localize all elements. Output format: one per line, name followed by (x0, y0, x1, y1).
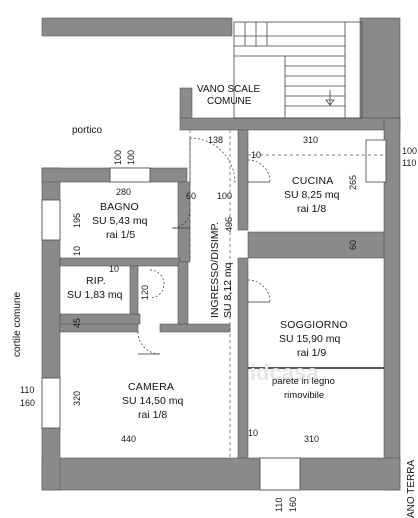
stairwell-label-line2: COMUNE (207, 96, 252, 107)
partition-note-line2: rimovibile (284, 390, 324, 401)
stairwell-label-line1: VANO SCALE (197, 84, 260, 95)
room-area: SU 8,25 mq (284, 189, 340, 201)
dimension-label: 60 (186, 191, 196, 201)
dimension-label: 100 (126, 150, 136, 165)
courtyard-label: cortile comune (12, 292, 23, 357)
dimension-label: 100 (402, 146, 417, 156)
room-bagno: BAGNO SU 5,43 mq rai 1/5 (92, 201, 148, 241)
watermark: idcasa (250, 360, 319, 385)
room-area: SU 15,90 mq (279, 333, 340, 345)
dimension-label: 160 (20, 398, 35, 408)
dimension-label: 495 (224, 217, 234, 232)
room-cucina: CUCINA SU 8,25 mq rai 1/8 (284, 175, 340, 215)
windows (41, 139, 387, 491)
dimension-label: 110 (402, 158, 416, 168)
dimension-label: 440 (121, 434, 136, 444)
room-area: SU 5,43 mq (92, 215, 148, 227)
room-area: SU 1,83 mq (67, 289, 123, 301)
stairs (233, 21, 363, 119)
dashed-lines (189, 130, 384, 458)
room-ratio: rai 1/8 (297, 203, 326, 215)
room-ratio: rai 1/8 (138, 409, 167, 421)
room-name: CUCINA (292, 175, 333, 187)
room-name: RIP. (86, 275, 106, 287)
dimension-label: 110 (20, 385, 34, 395)
room-area: SU 8,12 mq (222, 262, 234, 318)
room-name: SOGGIORNO (280, 319, 348, 331)
dimension-label: 10 (109, 264, 119, 274)
dimension-label: 60 (348, 240, 358, 250)
dimension-labels: 100 100 138 310 100 110 280 60 100 10 26… (20, 135, 417, 512)
dimension-label: 265 (348, 175, 358, 190)
room-name: BAGNO (100, 201, 139, 213)
room-name: INGRESSO/DISIMP. (209, 222, 221, 318)
room-rip: RIP. SU 1,83 mq (67, 275, 123, 301)
dimension-label: 10 (72, 246, 82, 256)
dimension-label: 195 (72, 213, 82, 228)
dimension-label: 280 (116, 187, 131, 197)
partition-note: parete in legno rimovibile (272, 376, 335, 401)
dimension-label: 100 (113, 150, 123, 165)
dimension-label: 100 (217, 191, 232, 201)
room-ingresso: INGRESSO/DISIMP. SU 8,12 mq (209, 222, 234, 318)
dimension-label: 45 (72, 318, 82, 328)
dimension-label: 160 (288, 497, 298, 512)
dimension-label: 310 (304, 434, 319, 444)
dimension-label: 10 (251, 150, 261, 160)
dimension-label: 10 (248, 428, 258, 438)
room-soggiorno: SOGGIORNO SU 15,90 mq rai 1/9 (279, 319, 348, 359)
dimension-label: 120 (140, 285, 150, 300)
room-ratio: rai 1/9 (297, 347, 326, 359)
cut-text: ANO TERRA (406, 460, 417, 518)
doors (137, 137, 271, 355)
room-camera: CAMERA SU 14,50 mq rai 1/8 (122, 381, 183, 421)
portico-label: portico (72, 125, 102, 136)
dimension-label: 110 (274, 498, 284, 512)
dimension-label: 310 (303, 135, 318, 145)
room-ratio: rai 1/5 (106, 229, 135, 241)
dimension-label: 138 (208, 135, 223, 145)
partition-note-line1: parete in legno (272, 376, 335, 387)
dimension-label: 320 (72, 391, 82, 406)
room-name: CAMERA (128, 381, 174, 393)
room-area: SU 14,50 mq (122, 395, 183, 407)
